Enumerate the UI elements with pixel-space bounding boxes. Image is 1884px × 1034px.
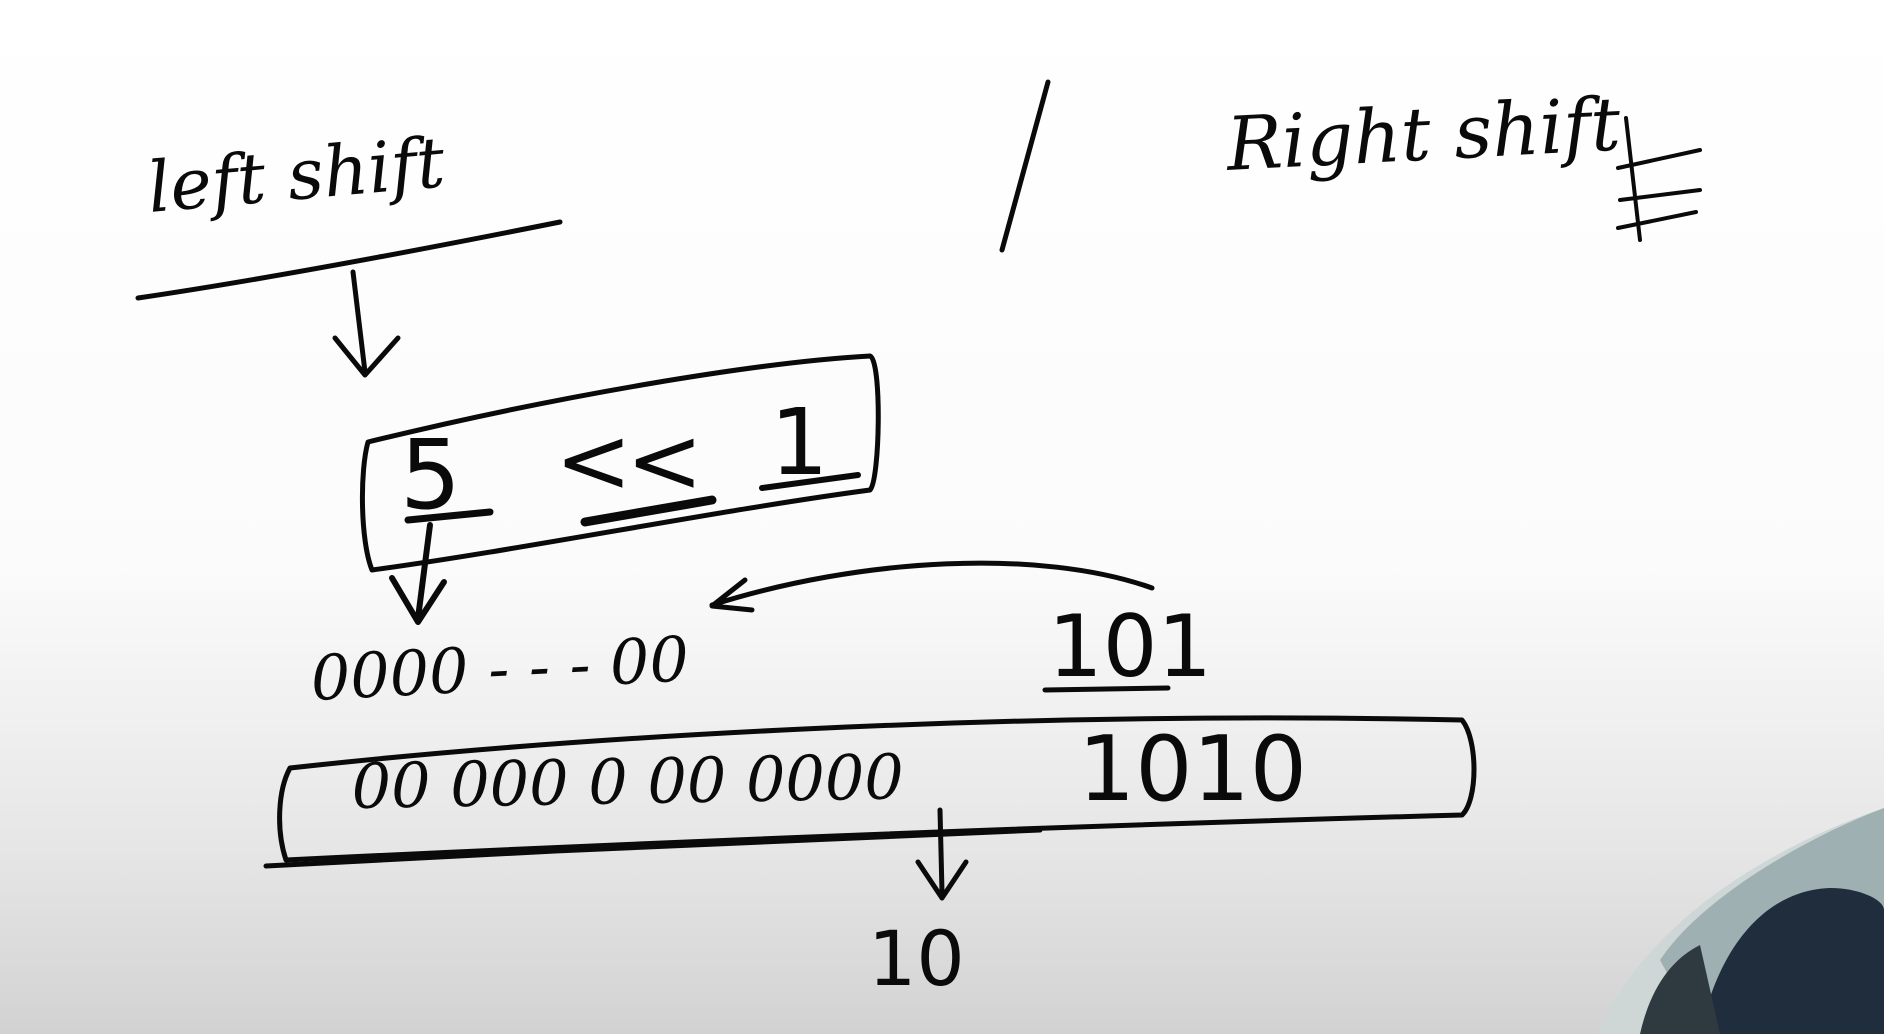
shift-underline — [759, 472, 861, 491]
right-shift-heading: Right shift — [1222, 81, 1622, 188]
presenter-video-corner — [1598, 808, 1884, 1034]
binary-bits-underline — [1042, 685, 1171, 693]
shifted-result: 00 000 0 00 0000 1010 — [351, 717, 1307, 823]
expression-operator: << — [555, 407, 697, 514]
shifted-zero-padding: 00 000 0 00 0000 — [351, 740, 904, 823]
curved-arrow — [709, 560, 1155, 613]
binary-of-operand: 0000 - - - 00 101 — [309, 597, 1212, 715]
decimal-result: 10 — [868, 914, 965, 1003]
operand-underline — [404, 508, 494, 524]
expression-box — [359, 353, 881, 573]
binary-bits: 101 — [1048, 597, 1212, 697]
left-heading-underline — [135, 219, 563, 301]
shifted-result-box — [277, 715, 1477, 863]
binary-zero-padding: 0000 - - - 00 — [309, 622, 691, 715]
operand-arrow-down — [389, 522, 447, 625]
left-shift-heading: left shift — [144, 121, 448, 229]
operator-underline — [580, 495, 717, 527]
right-heading-scribble — [1616, 116, 1702, 242]
shifted-result-box-tail — [263, 827, 1043, 869]
shifted-bits: 1010 — [1078, 717, 1307, 822]
topic-divider — [999, 79, 1051, 253]
expression: 5 << 1 — [400, 389, 829, 531]
heading-arrow-down — [332, 269, 401, 378]
result-arrow-down — [915, 807, 969, 901]
